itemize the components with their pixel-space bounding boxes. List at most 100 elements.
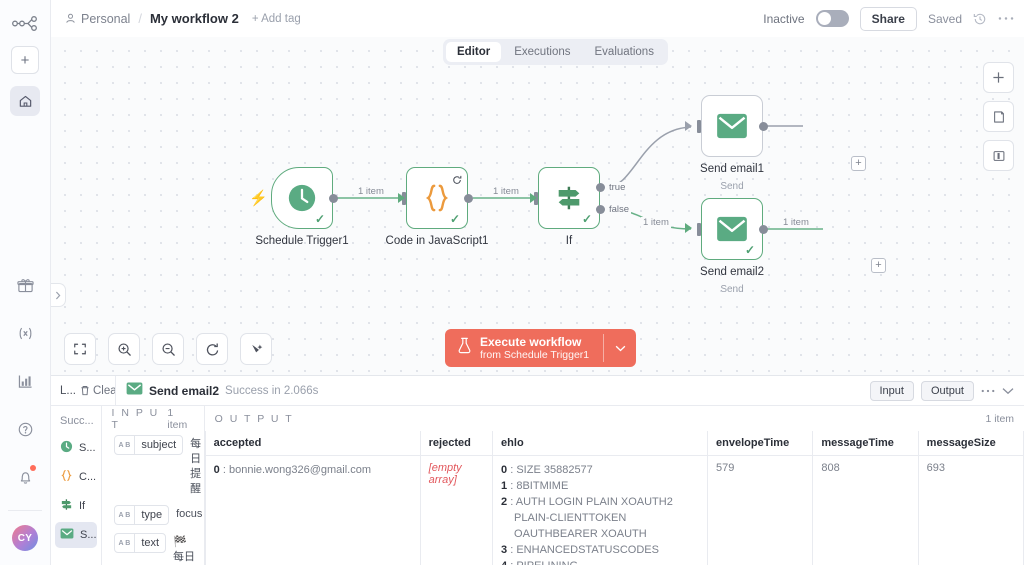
node-label: Schedule Trigger1	[255, 235, 349, 247]
output-port-false[interactable]	[596, 205, 605, 214]
output-port[interactable]	[464, 194, 473, 203]
add-node-after-email2-button[interactable]: +	[871, 258, 886, 273]
page-title[interactable]: My workflow 2	[149, 11, 239, 26]
output-port[interactable]	[759, 225, 768, 234]
insights-icon[interactable]	[10, 366, 40, 396]
tidy-up-button[interactable]	[240, 333, 272, 365]
plus-icon: +	[20, 51, 30, 69]
cell-rejected: [empty array]	[419, 455, 494, 565]
envelope-icon	[126, 381, 143, 400]
list-item[interactable]: If	[55, 493, 97, 519]
workflow-canvas[interactable]: Editor Executions Evaluations	[51, 37, 1024, 375]
n8n-logo-icon[interactable]	[10, 12, 40, 34]
node-subtitle: Send	[720, 284, 744, 295]
tab-executions[interactable]: Executions	[514, 46, 571, 58]
sidebar-item-overview[interactable]	[10, 86, 40, 116]
node-if[interactable]: ✓ If	[534, 167, 605, 247]
input-port[interactable]	[697, 120, 701, 133]
variables-icon[interactable]	[10, 318, 40, 348]
zoom-out-button[interactable]	[152, 333, 184, 365]
edge-label-items: 1 item	[781, 217, 811, 228]
notifications-icon[interactable]	[10, 462, 40, 492]
share-button[interactable]: Share	[859, 6, 917, 31]
cell-messagesize: 693	[917, 455, 1024, 565]
node-body[interactable]	[701, 95, 763, 157]
add-sticky-note-button[interactable]	[983, 101, 1014, 132]
activation-label: Inactive	[763, 11, 805, 26]
tab-editor[interactable]: Editor	[446, 42, 502, 62]
node-send-email1[interactable]: Send email1 Send	[697, 95, 768, 192]
list-item[interactable]: S...	[55, 435, 97, 461]
output-item-count: 1 item	[985, 412, 1015, 425]
list-item-selected[interactable]: S...	[55, 522, 97, 548]
logs-panel-body: Succ... S... C...	[51, 406, 1024, 565]
status-badge: Success in 2.066s	[225, 384, 319, 397]
array-index: 0	[213, 464, 220, 476]
node-body[interactable]: ✓	[271, 167, 333, 229]
left-rail: +	[0, 0, 51, 565]
input-item-count: 1 item	[167, 406, 188, 431]
execute-workflow-button[interactable]: Execute workflow from Schedule Trigger1	[445, 329, 637, 367]
output-title: O U T P U T	[214, 412, 294, 425]
avatar[interactable]: CY	[12, 525, 38, 551]
clear-logs-button[interactable]: Clea	[80, 385, 115, 397]
input-field-type[interactable]: A B type focus	[102, 501, 204, 529]
signpost-icon	[60, 498, 73, 514]
history-icon[interactable]	[973, 12, 987, 26]
node-label: If	[565, 235, 573, 247]
collapse-sidebar-handle[interactable]	[51, 283, 66, 307]
field-value: 🏁 每日提醒：保持專注 🔥	[173, 536, 196, 563]
help-icon[interactable]	[10, 414, 40, 444]
selected-node-name: Send email2	[149, 383, 220, 398]
add-node-after-email1-button[interactable]: +	[851, 156, 866, 171]
activation-toggle[interactable]	[815, 10, 849, 27]
node-success-check: ✓	[744, 243, 755, 257]
edge-arrow	[398, 193, 405, 203]
chevron-down-icon[interactable]	[1002, 387, 1014, 395]
zoom-in-button[interactable]	[108, 333, 140, 365]
edge-label-items: 1 item	[356, 186, 386, 197]
node-schedule-trigger1[interactable]: ⚡ ✓ Schedule Trigger1	[249, 167, 349, 247]
rail-divider	[8, 510, 42, 511]
execute-subtitle: from Schedule Trigger1	[480, 348, 590, 361]
node-code-in-javascript1[interactable]: ✓ Code in JavaScript1	[386, 167, 488, 247]
cell-envelopetime: 579	[707, 455, 814, 565]
field-value: focus	[176, 508, 203, 520]
cell-ehlo: 0 : SIZE 35882577 1 : 8BITMIME 2 : AUTH	[492, 455, 709, 565]
selected-node-header: Send email2 Success in 2.066s	[116, 381, 319, 400]
tab-output[interactable]: Output	[920, 380, 974, 401]
list-item[interactable]: C...	[55, 464, 97, 490]
input-port[interactable]	[697, 223, 701, 236]
chevron-down-icon[interactable]	[604, 329, 636, 367]
fit-to-view-button[interactable]	[64, 333, 96, 365]
add-node-button[interactable]	[983, 62, 1014, 93]
toggle-panel-button[interactable]	[983, 140, 1014, 171]
type-badge: A B	[115, 534, 136, 552]
ellipsis-icon[interactable]	[981, 389, 995, 393]
breadcrumb-project[interactable]: Personal	[81, 11, 131, 26]
tab-input[interactable]: Input	[869, 380, 914, 401]
ellipsis-icon[interactable]	[998, 16, 1014, 21]
reset-zoom-button[interactable]	[196, 333, 228, 365]
column-messagetime: messageTime	[812, 431, 919, 456]
output-port[interactable]	[759, 122, 768, 131]
node-body[interactable]: ✓	[406, 167, 468, 229]
envelope-icon	[60, 528, 74, 542]
log-list-header: Succ...	[60, 415, 94, 427]
input-field-subject[interactable]: A B subject 每日提醒	[102, 431, 204, 501]
output-port[interactable]	[329, 194, 338, 203]
braces-icon	[60, 469, 73, 485]
node-send-email2[interactable]: ✓ Send email2 Send	[697, 198, 768, 295]
output-port-true[interactable]	[596, 183, 605, 192]
tab-evaluations[interactable]: Evaluations	[594, 46, 654, 58]
field-key: type	[141, 509, 163, 521]
node-body[interactable]: ✓	[701, 198, 763, 260]
templates-icon[interactable]	[10, 270, 40, 300]
add-tag-button[interactable]: + Add tag	[251, 12, 301, 25]
logs-panel-header: L... Clea Send email2 Success in 2.066s	[51, 375, 1024, 406]
branch-label-true: true	[607, 182, 628, 193]
clock-icon	[60, 440, 73, 456]
input-field-text[interactable]: A B text 🏁 每日提醒：保持專注 🔥	[102, 529, 204, 565]
node-body[interactable]: ✓	[538, 167, 600, 229]
create-workflow-button[interactable]: +	[11, 46, 39, 74]
